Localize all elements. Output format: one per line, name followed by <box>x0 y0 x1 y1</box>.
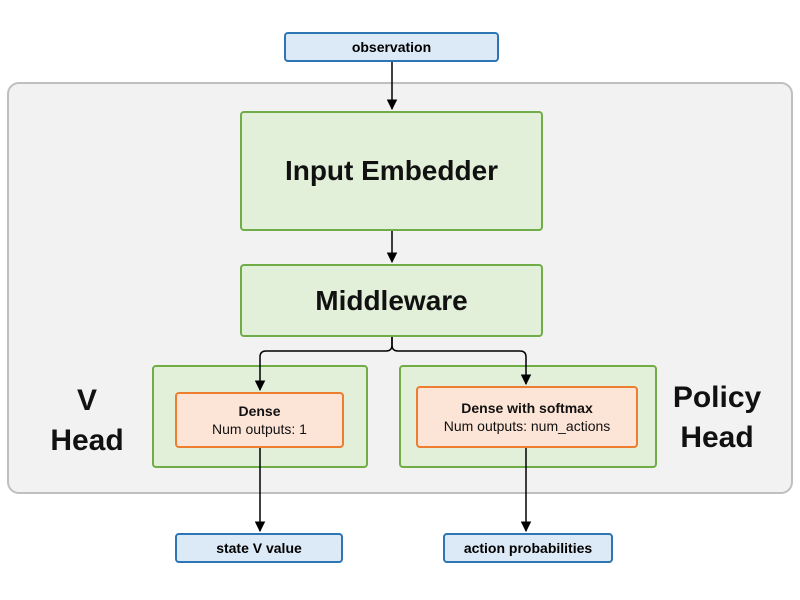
input-embedder-label: Input Embedder <box>284 155 499 186</box>
observation-label: observation <box>351 39 432 55</box>
v-head-label: V Head <box>37 381 137 461</box>
middleware-label: Middleware <box>315 284 468 316</box>
state-v-value-label: state V value <box>216 540 302 556</box>
arrow-middleware-to-v-head <box>254 337 393 392</box>
v-head-layer-sub: Num outputs: 1 <box>212 421 307 437</box>
action-probabilities-node: action probabilities <box>443 533 613 563</box>
state-v-value-node: state V value <box>175 533 343 563</box>
arrow-middleware-to-policy-head <box>391 337 532 386</box>
policy-head-layer-sub: Num outputs: num_actions <box>443 418 611 434</box>
policy-head-label: Policy Head <box>661 378 773 458</box>
v-head-layer-title: Dense <box>238 403 281 419</box>
observation-node: observation <box>284 32 499 62</box>
policy-head-dense-layer: Dense with softmax Num outputs: num_acti… <box>416 386 638 448</box>
v-head-dense-layer: Dense Num outputs: 1 <box>175 392 344 448</box>
v-head-label-line2: Head <box>50 424 124 457</box>
input-embedder-block: Input Embedder <box>240 111 543 231</box>
policy-head-label-line1: Policy <box>672 381 762 414</box>
policy-head-label-line2: Head <box>680 421 754 454</box>
middleware-block: Middleware <box>240 264 543 337</box>
policy-head-layer-title: Dense with softmax <box>461 400 593 416</box>
action-probabilities-label: action probabilities <box>463 540 593 556</box>
v-head-label-line1: V <box>76 384 97 417</box>
